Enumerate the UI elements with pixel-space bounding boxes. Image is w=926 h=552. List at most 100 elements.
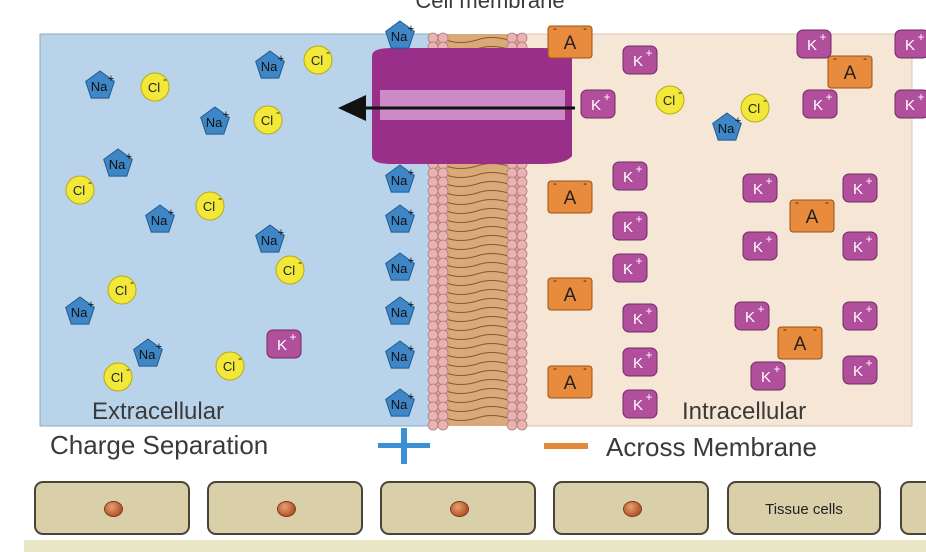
potassium-charge: + [645,348,652,362]
lipid-tail [445,307,509,313]
sodium-charge: + [408,391,414,403]
membrane-diagram: Na+Na+Na+Na+Na+Na+Na+Na+Na+Cl-Cl-Cl-Cl-C… [39,20,926,464]
lipid-head [516,410,528,422]
sodium-ion: Na+ [385,340,415,369]
potassium-symbol: K [591,97,601,114]
sodium-charge: + [408,255,414,267]
sodium-ion: Na+ [65,296,95,325]
lipid-head [427,284,439,296]
chloride-ion: Cl- [303,45,333,75]
chloride-symbol: Cl [311,53,323,68]
sodium-charge: + [408,23,414,35]
sodium-symbol: Na [718,121,735,136]
chloride-charge: - [163,72,167,86]
potassium-charge: + [645,390,652,404]
potassium-ion: K+ [612,161,648,191]
lipid-head [437,374,449,386]
sodium-symbol: Na [261,233,278,248]
lipid-head [516,230,528,242]
ion-layer: Na+Na+Na+Na+Na+Na+Na+Na+Na+Cl-Cl-Cl-Cl-C… [65,20,926,419]
anion-charge: - [583,275,587,287]
lipid-head [427,356,439,368]
channel-pore [380,90,565,120]
chloride-charge: - [238,351,242,365]
lipid-head [437,383,449,395]
lipid-head [516,320,528,332]
lipid-head [427,293,439,305]
lipid-tail [445,235,509,241]
sodium-charge: + [408,343,414,355]
lipid-head [516,311,528,323]
anion-charge: - [833,53,837,65]
chloride-charge: - [326,45,330,59]
lipid-head [506,347,518,359]
anion-charge: - [783,324,787,336]
lipid-head [437,311,449,323]
lipid-head [437,365,449,377]
potassium-symbol: K [853,363,863,380]
cell-membrane-label: Cell membrane [415,0,565,13]
tissue-cells-label: Tissue cells [765,501,843,518]
tissue-cell [380,481,536,535]
lipid-head [516,302,528,314]
potassium-ion: K+ [842,301,878,331]
lipid-head [437,410,449,422]
lipid-head [437,221,449,233]
lipid-head [437,203,449,215]
chloride-ion: Cl- [275,255,305,285]
sodium-ion: Na+ [385,296,415,325]
potassium-charge: + [635,162,642,176]
lipid-head [437,266,449,278]
lipid-head [516,293,528,305]
across-membrane-label: Across Membrane [606,432,817,462]
lipid-head [506,320,518,332]
lipid-head [516,167,528,179]
lipid-head [516,239,528,251]
lipid-tail [445,244,509,250]
lipid-head [506,410,518,422]
lipid-head [516,203,528,215]
potassium-ion: K+ [734,301,770,331]
sodium-symbol: Na [391,305,408,320]
potassium-charge: + [635,212,642,226]
potassium-symbol: K [633,311,643,328]
lipid-head [506,212,518,224]
potassium-ion: K+ [842,173,878,203]
potassium-charge: + [865,232,872,246]
sodium-ion: Na+ [255,50,285,79]
sodium-symbol: Na [391,29,408,44]
potassium-charge: + [603,90,610,104]
sodium-ion: Na+ [103,148,133,177]
potassium-symbol: K [277,337,287,354]
sodium-symbol: Na [391,349,408,364]
tissue-cell [207,481,363,535]
lipid-head [427,212,439,224]
potassium-ion: K+ [894,29,926,59]
sodium-charge: + [408,207,414,219]
sodium-symbol: Na [206,115,223,130]
potassium-ion: K+ [622,303,658,333]
lipid-head [506,176,518,188]
lipid-head [506,221,518,233]
sodium-symbol: Na [139,347,156,362]
lipid-tail [445,262,509,268]
lipid-tail [445,172,509,178]
lipid-tail [445,361,509,367]
lipid-head [427,374,439,386]
lipid-head [427,32,439,44]
chloride-symbol: Cl [111,370,123,385]
lipid-tail [445,370,509,376]
sodium-symbol: Na [71,305,88,320]
anion-charge: - [583,23,587,35]
anion-charge: - [583,363,587,375]
lipid-head [437,302,449,314]
chloride-symbol: Cl [748,101,760,116]
potassium-charge: + [865,174,872,188]
sodium-ion: Na+ [133,338,163,367]
potassium-charge: + [819,30,826,44]
sodium-charge: + [408,167,414,179]
lipid-head [506,338,518,350]
anion-symbol: A [564,285,577,306]
chloride-charge: - [276,105,280,119]
lipid-head [427,194,439,206]
